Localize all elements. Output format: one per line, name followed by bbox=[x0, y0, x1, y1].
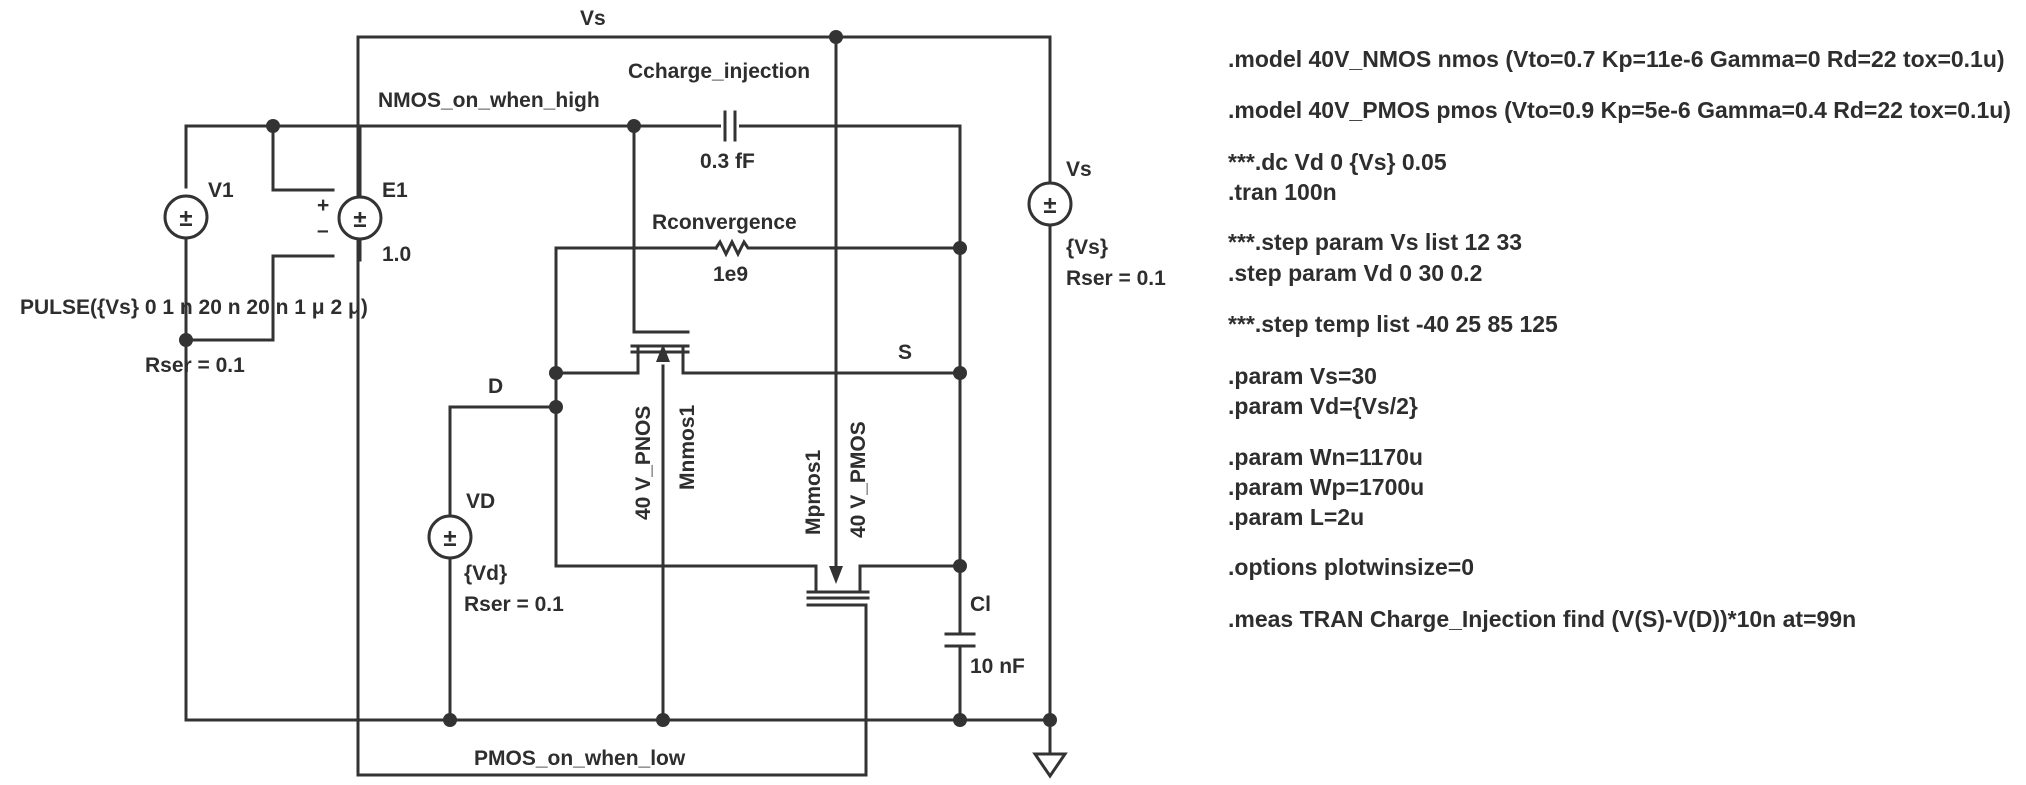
wire-v1-bottom bbox=[184, 233, 275, 342]
junction-dot bbox=[627, 119, 641, 133]
wires bbox=[184, 35, 1052, 777]
nmos-transistor-symbol bbox=[630, 330, 690, 362]
junction-dot bbox=[829, 30, 843, 44]
junction-dot bbox=[953, 713, 967, 727]
directive-line: .step param Vd 0 30 0.2 bbox=[1228, 260, 1482, 286]
v1-name: V1 bbox=[208, 179, 234, 202]
spice-directives: .model 40V_NMOS nmos (Vto=0.7 Kp=11e-6 G… bbox=[1228, 46, 2011, 632]
directive-line: .model 40V_NMOS nmos (Vto=0.7 Kp=11e-6 G… bbox=[1228, 46, 2005, 72]
directive-line: ***.dc Vd 0 {Vs} 0.05 bbox=[1228, 149, 1447, 175]
cinj-capacitor-symbol bbox=[721, 110, 739, 142]
pmos-name-label: Mpmos1 bbox=[802, 450, 825, 536]
vd-source-rser: Rser = 0.1 bbox=[464, 593, 564, 616]
wire-rconv-left bbox=[554, 246, 718, 568]
vd-source-symbol: ± bbox=[427, 514, 473, 560]
pmos-body-arrow bbox=[829, 566, 843, 584]
wire-nmos-gate-net bbox=[184, 124, 722, 189]
junction-dot bbox=[179, 333, 193, 347]
net-label-pmos-gate: PMOS_on_when_low bbox=[474, 747, 686, 770]
vs-source-value: {Vs} bbox=[1066, 236, 1108, 259]
directive-line: .model 40V_PMOS pmos (Vto=0.9 Kp=5e-6 Ga… bbox=[1228, 97, 2011, 123]
wire-nmos-gate-drop bbox=[632, 124, 690, 334]
nmos-model-label: 40 V_PNOS bbox=[632, 406, 655, 520]
junction-dot bbox=[549, 400, 563, 414]
wire-pmos-left bbox=[554, 564, 818, 594]
wire-nmos-source bbox=[681, 344, 962, 375]
svg-text:±: ± bbox=[1043, 192, 1056, 219]
wire-nmos-drain bbox=[554, 344, 640, 375]
nmos-name-label: Mnmos1 bbox=[676, 405, 699, 491]
net-label-nmos-gate: NMOS_on_when_high bbox=[378, 89, 600, 112]
svg-text:±: ± bbox=[353, 206, 366, 233]
directive-line: ***.step param Vs list 12 33 bbox=[1228, 229, 1522, 255]
junction-dot bbox=[266, 119, 280, 133]
junction-dot bbox=[953, 241, 967, 255]
junction-dots bbox=[179, 30, 1057, 727]
nmos-body-arrow bbox=[656, 344, 670, 362]
junction-dot bbox=[549, 366, 563, 380]
directive-line: .param L=2u bbox=[1228, 504, 1364, 530]
wire-pmos-gate bbox=[356, 603, 868, 777]
cl-capacitor-symbol bbox=[944, 632, 976, 648]
net-label-vs: Vs bbox=[580, 7, 606, 30]
vs-source-rser: Rser = 0.1 bbox=[1066, 267, 1166, 290]
cinj-value: 0.3 fF bbox=[700, 150, 755, 173]
vd-source-value: {Vd} bbox=[464, 562, 507, 585]
cl-name: Cl bbox=[970, 593, 991, 616]
pmos-transistor-symbol bbox=[806, 566, 870, 600]
wire-e1-ctrl-minus bbox=[271, 254, 335, 310]
vd-source-name: VD bbox=[466, 490, 495, 513]
directive-line: .param Wp=1700u bbox=[1228, 474, 1424, 500]
net-label-drain: D bbox=[488, 375, 503, 398]
wire-e1-ctrl-plus bbox=[271, 124, 335, 192]
e1-gain: 1.0 bbox=[382, 243, 411, 266]
wire-vs-rail bbox=[356, 35, 1052, 777]
cl-value: 10 nF bbox=[970, 655, 1025, 678]
wire-pmos-right bbox=[858, 564, 962, 594]
ground-symbol bbox=[1032, 752, 1068, 779]
net-label-source: S bbox=[898, 341, 912, 364]
e1-plus-label: + bbox=[317, 194, 329, 217]
e1-name: E1 bbox=[382, 179, 408, 202]
svg-text:±: ± bbox=[179, 205, 192, 232]
e1-minus-label: – bbox=[317, 219, 329, 242]
rconv-resistor-symbol bbox=[713, 238, 754, 258]
directive-line: .param Vd={Vs/2} bbox=[1228, 393, 1418, 419]
junction-dot bbox=[1043, 713, 1057, 727]
pmos-model-label: 40 V_PMOS bbox=[847, 421, 870, 538]
junction-dot bbox=[953, 366, 967, 380]
wire-cap-to-s bbox=[738, 124, 962, 568]
directive-line: .tran 100n bbox=[1228, 179, 1337, 205]
vs-source-symbol: ± bbox=[1027, 181, 1073, 227]
cinj-name: Ccharge_injection bbox=[628, 60, 810, 83]
svg-text:±: ± bbox=[443, 525, 456, 552]
directive-line: .options plotwinsize=0 bbox=[1228, 554, 1474, 580]
v1-source-symbol: ± bbox=[163, 194, 209, 240]
directive-line: .param Wn=1170u bbox=[1228, 444, 1423, 470]
rconv-name: Rconvergence bbox=[652, 211, 797, 234]
junction-dot bbox=[443, 713, 457, 727]
directive-line: .param Vs=30 bbox=[1228, 363, 1377, 389]
junction-dot bbox=[656, 713, 670, 727]
v1-rser: Rser = 0.1 bbox=[145, 354, 245, 377]
v1-value: PULSE({Vs} 0 1 n 20 n 20 n 1 μ 2 μ) bbox=[20, 296, 368, 319]
wire-ground-rail bbox=[184, 203, 1052, 722]
vs-source-name: Vs bbox=[1066, 158, 1092, 181]
wire-d-net bbox=[448, 405, 558, 524]
directive-line: ***.step temp list -40 25 85 125 bbox=[1228, 311, 1558, 337]
junction-dot bbox=[953, 559, 967, 573]
directive-line: .meas TRAN Charge_Injection find (V(S)-V… bbox=[1228, 606, 1856, 632]
rconv-value: 1e9 bbox=[713, 263, 748, 286]
e1-source-symbol: ± bbox=[337, 195, 383, 241]
